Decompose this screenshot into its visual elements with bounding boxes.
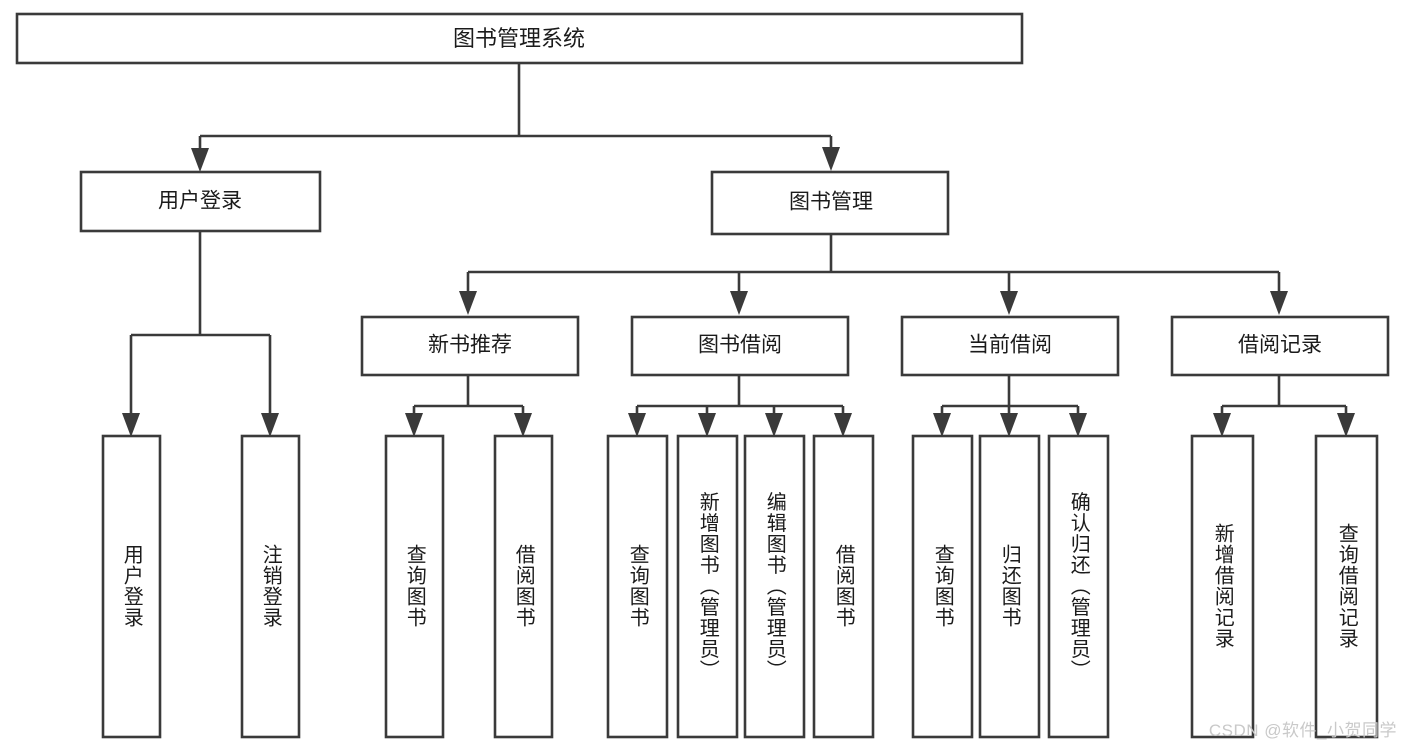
node-new-book-recommend[interactable]: 新书推荐 <box>360 315 580 377</box>
node-root-label: 图书管理系统 <box>453 26 585 51</box>
node-new-book-recommend-box[interactable] <box>360 315 580 377</box>
node-user-login[interactable]: 用户登录 <box>79 170 322 233</box>
arrow-to-leaf-book-borrow-3 <box>834 413 852 437</box>
node-root-box[interactable] <box>15 12 1024 65</box>
leaf-box-new-book-0[interactable] <box>384 434 445 739</box>
node-book-management-box[interactable] <box>710 170 950 236</box>
arrow-to-leaf-book-borrow-1 <box>698 413 716 437</box>
leaf-box-book-borrow-3[interactable] <box>812 434 875 739</box>
arrow-to-user-login <box>191 148 209 172</box>
arrow-to-current-borrow <box>1000 291 1018 315</box>
node-book-management-label: 图书管理 <box>789 191 873 214</box>
arrow-to-leaf-user-login-1 <box>261 413 279 437</box>
leaf-box-group <box>101 434 1379 739</box>
leaf-box-current-borrow-0[interactable] <box>911 434 974 739</box>
leaf-box-new-book-1[interactable] <box>493 434 554 739</box>
watermark-text: CSDN @软件_小贺同学 <box>1208 721 1397 740</box>
leaf-box-borrow-record-0[interactable] <box>1190 434 1255 739</box>
node-user-login-box[interactable] <box>79 170 322 233</box>
node-book-borrow-box[interactable] <box>630 315 850 377</box>
node-borrow-record-label: 借阅记录 <box>1238 334 1322 357</box>
arrow-to-leaf-new-book-1 <box>514 413 532 437</box>
arrow-to-leaf-new-book-0 <box>405 413 423 437</box>
arrow-to-new-book <box>459 291 477 315</box>
leaf-box-borrow-record-1[interactable] <box>1314 434 1379 739</box>
arrow-to-book-mgmt <box>822 147 840 171</box>
arrow-to-leaf-borrow-record-1 <box>1337 413 1355 437</box>
leaf-box-book-borrow-1[interactable] <box>676 434 739 739</box>
arrow-to-book-borrow <box>730 291 748 315</box>
node-borrow-record[interactable]: 借阅记录 <box>1170 315 1390 377</box>
node-book-borrow-label: 图书借阅 <box>698 334 782 357</box>
arrow-to-leaf-borrow-record-0 <box>1213 413 1231 437</box>
node-book-borrow[interactable]: 图书借阅 <box>630 315 850 377</box>
leaf-box-current-borrow-1[interactable] <box>978 434 1041 739</box>
node-new-book-recommend-label: 新书推荐 <box>428 334 512 357</box>
arrow-to-leaf-book-borrow-0 <box>628 413 646 437</box>
node-current-borrow-label: 当前借阅 <box>968 334 1052 357</box>
node-book-management[interactable]: 图书管理 <box>710 170 950 236</box>
node-current-borrow-box[interactable] <box>900 315 1120 377</box>
arrow-to-leaf-book-borrow-2 <box>765 413 783 437</box>
node-user-login-label: 用户登录 <box>158 190 242 213</box>
leaf-box-book-borrow-0[interactable] <box>606 434 669 739</box>
node-borrow-record-box[interactable] <box>1170 315 1390 377</box>
leaf-box-user-login-1[interactable] <box>240 434 301 739</box>
leaf-box-user-login-0[interactable] <box>101 434 162 739</box>
arrow-to-leaf-current-borrow-1 <box>1000 413 1018 437</box>
arrow-to-leaf-current-borrow-0 <box>933 413 951 437</box>
arrow-to-borrow-record <box>1270 291 1288 315</box>
arrow-to-leaf-current-borrow-2 <box>1069 413 1087 437</box>
node-current-borrow[interactable]: 当前借阅 <box>900 315 1120 377</box>
leaf-box-book-borrow-2[interactable] <box>743 434 806 739</box>
node-root[interactable]: 图书管理系统 <box>15 12 1024 65</box>
leaf-box-current-borrow-2[interactable] <box>1047 434 1110 739</box>
arrow-to-leaf-user-login-0 <box>122 413 140 437</box>
